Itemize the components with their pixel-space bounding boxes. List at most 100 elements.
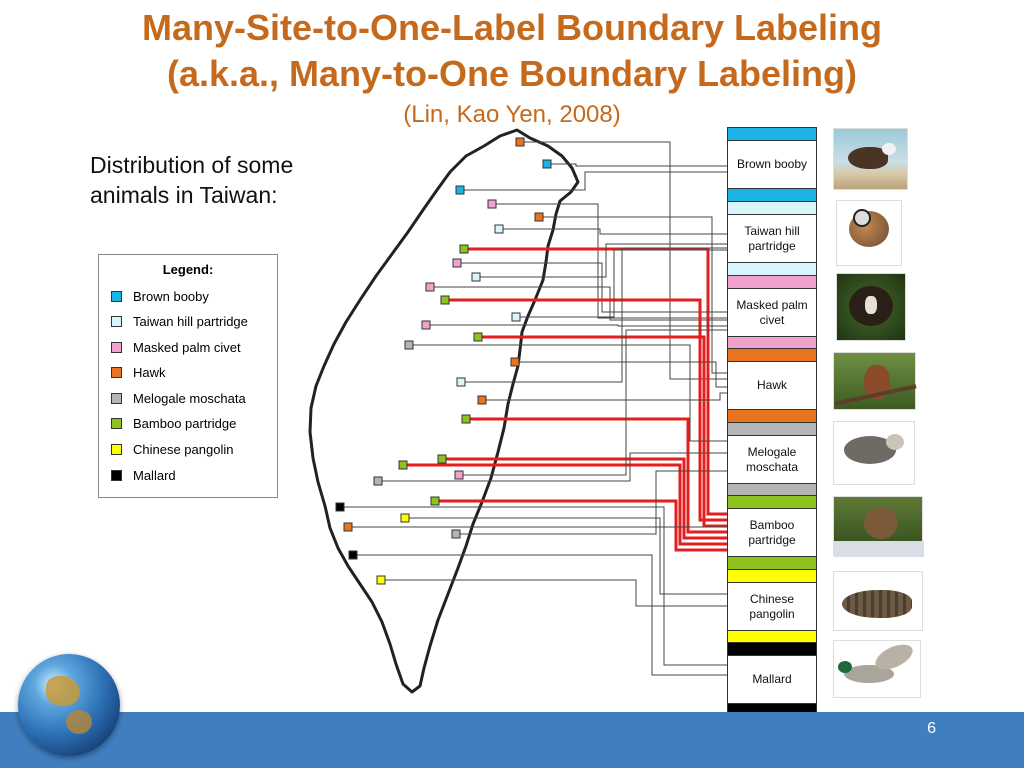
site-marker: [459, 244, 469, 254]
melogale-moschata-photo: [833, 421, 915, 485]
site-marker: [494, 224, 504, 234]
leader-line: [430, 324, 727, 327]
leader-line: [382, 452, 727, 482]
label-color-bar-top: [728, 349, 816, 362]
leader-line: [543, 216, 727, 374]
site-marker: [404, 340, 414, 350]
label-color-bar-bottom: [728, 336, 816, 349]
label-bamboo-partridge: Bamboo partridge: [727, 495, 817, 570]
civet-mask: [865, 296, 877, 314]
legend-label: Hawk: [133, 364, 166, 380]
legend-swatch: [111, 417, 122, 429]
leader-line: [470, 417, 727, 534]
label-color-bar-bottom: [728, 262, 816, 275]
label-color-bar-top: [728, 202, 816, 215]
leader-line: [468, 247, 727, 516]
animal-head: [886, 434, 904, 450]
site-marker: [515, 137, 525, 147]
site-marker: [454, 470, 464, 480]
legend-swatch: [111, 315, 122, 327]
site-marker: [373, 476, 383, 486]
site-marker: [343, 522, 353, 532]
leader-lines: [344, 141, 729, 676]
site-marker: [473, 332, 483, 342]
site-marker: [430, 496, 440, 506]
label-text: Mallard: [752, 672, 792, 686]
leader-line: [357, 554, 727, 676]
site-marker: [510, 357, 520, 367]
label-color-bar-bottom: [728, 556, 816, 569]
legend-swatch: [111, 290, 122, 302]
legend-label: Bamboo partridge: [133, 415, 237, 431]
leader-line: [385, 579, 727, 607]
slide-title-line1: Many-Site-to-One-Label Boundary Labeling: [141, 7, 883, 48]
label-color-bar-top: [728, 643, 816, 656]
leader-line: [464, 171, 727, 191]
bamboo-partridge-photo: [833, 496, 924, 557]
label-color-bar-bottom: [728, 409, 816, 422]
site-marker: [534, 212, 544, 222]
label-brown-booby: Brown booby: [727, 127, 817, 202]
legend-swatch: [111, 469, 122, 481]
label-text: Hawk: [756, 378, 787, 392]
leader-line: [551, 163, 727, 167]
leader-line: [519, 361, 727, 388]
site-marker: [542, 159, 552, 169]
legend-label: Chinese pangolin: [133, 441, 234, 457]
legend-row-mallard: Mallard: [111, 465, 176, 485]
leader-line: [486, 392, 727, 401]
label-hawk: Hawk: [727, 348, 817, 423]
label-color-bar-top: [728, 423, 816, 436]
leader-line: [439, 499, 727, 552]
leader-line: [465, 247, 727, 383]
bird-head: [882, 143, 896, 155]
label-text: Bamboo partridge: [748, 517, 796, 547]
leader-line: [460, 470, 727, 535]
label-color-bar-top: [728, 128, 816, 141]
site-marker: [398, 460, 408, 470]
bird-head: [853, 209, 871, 227]
hawk-photo: [833, 352, 917, 410]
leader-line: [409, 517, 727, 595]
legend-label: Mallard: [133, 467, 176, 483]
legend-label: Melogale moschata: [133, 390, 246, 406]
label-text: Brown booby: [736, 157, 808, 171]
legend-row-bamboo-partridge: Bamboo partridge: [111, 413, 236, 433]
legend-row-brown-booby: Brown booby: [111, 286, 209, 306]
legend-label: Taiwan hill partridge: [133, 313, 248, 329]
site-markers: [335, 137, 552, 585]
legend-row-melogale-moschata: Melogale moschata: [111, 388, 246, 408]
label-melogale-moschata: Melogale moschata: [727, 422, 817, 497]
label-text: Taiwan hill partridge: [744, 223, 800, 253]
continent-shape: [46, 676, 80, 706]
intro-text: Distribution of some animals in Taiwan:: [90, 152, 294, 208]
leader-line: [449, 298, 727, 522]
leader-line: [482, 335, 727, 528]
legend-row-taiwan-hill-partridge: Taiwan hill partridge: [111, 311, 248, 331]
leader-line: [463, 329, 727, 476]
legend-title: Legend:: [162, 262, 214, 277]
label-text: Masked palm civet: [736, 297, 808, 327]
label-color-bar-bottom: [728, 483, 816, 496]
bird-silhouette: [864, 507, 898, 539]
leader-line: [413, 344, 727, 442]
duck-head: [838, 661, 852, 673]
legend-box: Legend: Brown booby Taiwan hill partridg…: [98, 254, 278, 498]
label-text: Chinese pangolin: [749, 591, 795, 621]
site-marker: [425, 282, 435, 292]
leader-line: [446, 457, 727, 540]
leader-line: [480, 243, 727, 278]
site-marker: [348, 550, 358, 560]
slide-title-line2: (a.k.a., Many-to-One Boundary Labeling): [166, 53, 858, 94]
legend-label: Masked palm civet: [133, 339, 241, 355]
leader-line: [344, 506, 727, 666]
site-marker: [400, 513, 410, 523]
leader-line: [407, 463, 727, 546]
pangolin-silhouette: [842, 590, 912, 618]
site-marker: [440, 295, 450, 305]
site-marker: [456, 377, 466, 387]
leader-line: [434, 286, 727, 321]
masked-palm-civet-photo: [836, 273, 906, 341]
legend-label: Brown booby: [133, 288, 209, 304]
label-color-bar-top: [728, 276, 816, 289]
